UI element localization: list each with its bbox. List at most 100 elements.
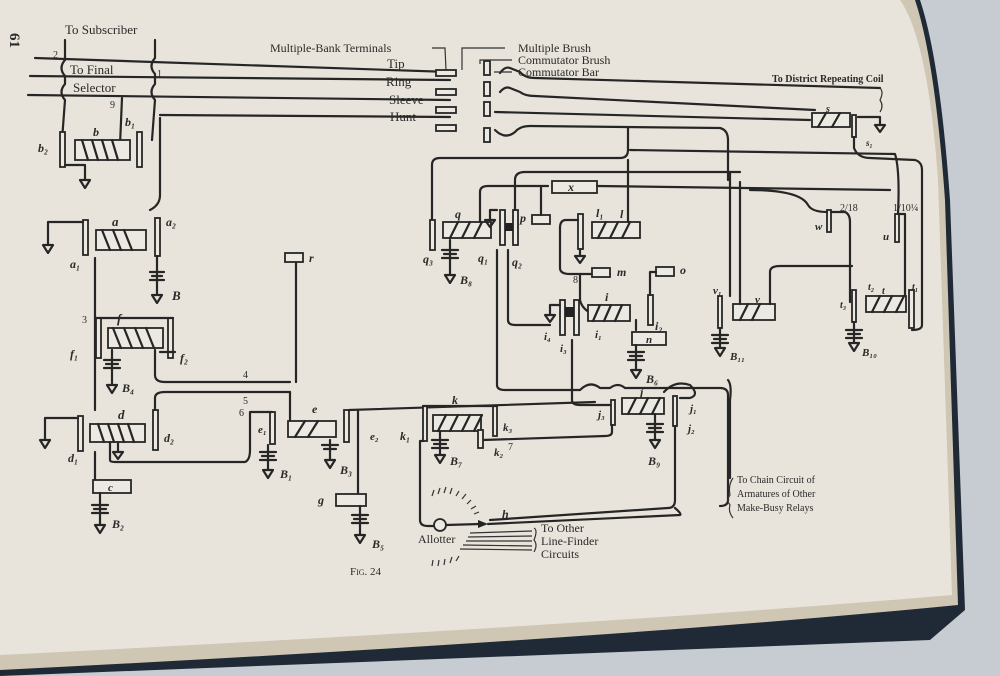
resistor-p [531, 214, 551, 225]
multiple-bank-terminals-label: Multiple-Bank Terminals [270, 41, 392, 55]
wire-x [595, 184, 892, 192]
wire-number-8: 8 [573, 275, 578, 286]
bank-terminals [435, 60, 491, 143]
label-l1: l₁ [596, 206, 604, 220]
resistor-m [591, 267, 611, 278]
commutator-bar-label: Commutator Bar [518, 65, 599, 79]
relay-v [710, 170, 854, 358]
page [0, 0, 952, 655]
line-tip: Tip [387, 56, 405, 71]
label-i2: i₂ [655, 319, 663, 333]
page-number: 61 [6, 33, 22, 48]
relay-l [558, 158, 641, 317]
label-b1: b₁ [125, 115, 135, 129]
label-v: v [755, 294, 760, 306]
label-i4: i₄ [544, 331, 551, 343]
label-f2: f₂ [180, 351, 188, 365]
label-d1: d₁ [68, 451, 78, 465]
battery-B9: B₉ [647, 454, 660, 468]
wire-number-3: 3 [82, 315, 87, 326]
wire-number-9: 9 [110, 100, 115, 111]
commutator-brush-label: Commutator Brush [518, 53, 610, 67]
relay-f [94, 316, 292, 395]
label-b2: b₂ [38, 141, 48, 155]
label-a: a [112, 214, 119, 229]
selector-label: Selector [73, 80, 116, 95]
label-q: q [455, 207, 461, 221]
label-r: r [309, 251, 314, 265]
relay-k [418, 404, 499, 528]
contact-u [628, 148, 907, 302]
label-f: f [117, 311, 123, 326]
multiple-brush-label: Multiple Brush [518, 41, 591, 55]
label-b: b [93, 125, 99, 139]
to-final-label: To Final [70, 62, 114, 77]
battery-B2: B₂ [111, 517, 124, 531]
label-leaders [432, 47, 512, 73]
wire-number-4: 4 [243, 370, 248, 381]
battery-B1: B₁ [279, 467, 292, 481]
line-ring: Ring [386, 74, 412, 89]
battery-B11: B₁₁ [729, 351, 745, 363]
label-d: d [118, 407, 125, 422]
label-n: n [646, 334, 652, 346]
relay-j [481, 382, 730, 522]
chain-wire [726, 378, 732, 480]
battery-B8: B₈ [459, 273, 472, 287]
label-e1: e₁ [258, 424, 267, 436]
relay-s [811, 87, 924, 332]
resistor-g [335, 493, 370, 545]
label-e: e [312, 402, 318, 416]
label-k: k [452, 393, 458, 407]
label-u: u [883, 231, 889, 243]
resistor-n [631, 331, 667, 346]
label-t3: t₃ [840, 300, 846, 311]
label-h: h [502, 507, 509, 521]
label-l: l [620, 207, 624, 221]
label-v1: v₁ [713, 285, 722, 297]
label-j1: j₁ [688, 403, 697, 415]
label-g: g [317, 493, 324, 507]
wire-number-5: 5 [243, 396, 248, 407]
label-k2: k₂ [494, 447, 504, 459]
ratio-u: 1/10¼ [893, 203, 919, 214]
line-hunt: Hunt [390, 109, 416, 124]
chain-label-3: Make-Busy Relays [737, 503, 813, 514]
relay-t [844, 289, 915, 353]
label-o: o [680, 263, 686, 277]
label-a1: a₁ [70, 257, 80, 271]
chain-brace [727, 477, 734, 519]
label-p: p [519, 211, 526, 225]
resistor-x [551, 180, 598, 194]
circuits-label: Circuits [541, 547, 579, 561]
label-f1: f₁ [70, 347, 78, 361]
resistor-o [655, 266, 675, 277]
battery-B5: B₅ [371, 537, 384, 551]
label-q3: q₃ [423, 252, 433, 266]
resistor-c [90, 479, 132, 535]
label-k3: k₃ [503, 422, 513, 434]
chain-label-1: To Chain Circuit of [737, 475, 816, 486]
ratio-w: 2/18 [840, 203, 858, 214]
label-d2: d₂ [164, 431, 174, 445]
chain-label-2: Armatures of Other [737, 489, 816, 500]
wire-number-1: 1 [157, 69, 162, 80]
label-q1: q₁ [478, 251, 488, 265]
relay-a [41, 217, 166, 412]
allotter-switch [431, 486, 682, 567]
label-j2: j₂ [686, 423, 695, 435]
battery-B6: B₆ [645, 372, 658, 386]
battery-B: B [171, 288, 181, 303]
label-j3: j₃ [596, 409, 605, 421]
label-j: j [638, 385, 644, 399]
to-other-label: To Other [541, 521, 584, 535]
label-i: i [605, 290, 609, 304]
line-finder-label: Line-Finder [541, 534, 598, 548]
label-w: w [815, 221, 823, 233]
resistor-r [284, 252, 304, 263]
label-t2: t₂ [868, 282, 874, 293]
label-x: x [567, 180, 574, 194]
label-t1: t₁ [912, 282, 918, 293]
wire-number-7: 7 [508, 442, 513, 453]
line-sleeve: Sleeve [389, 92, 424, 107]
